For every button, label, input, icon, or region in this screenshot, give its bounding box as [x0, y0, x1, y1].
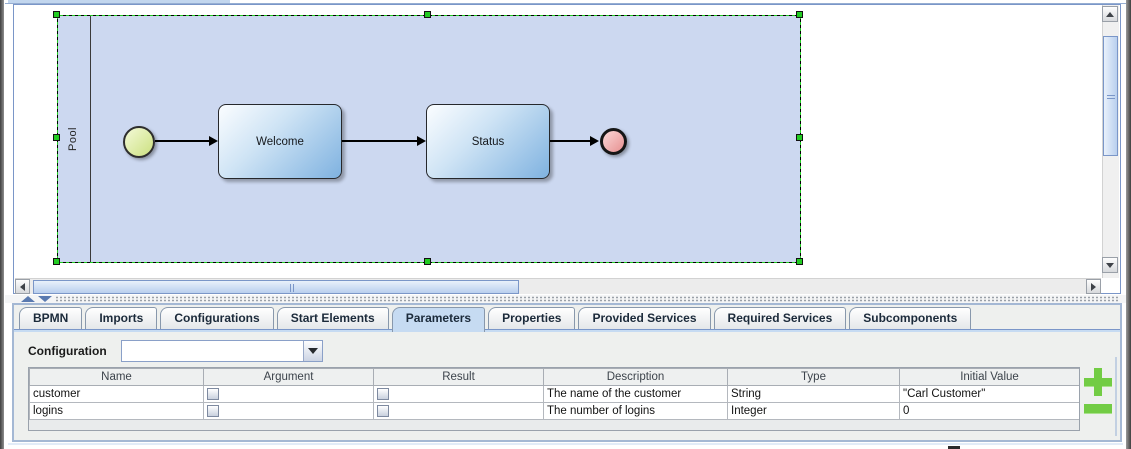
result-checkbox[interactable] [377, 387, 389, 400]
add-parameter-button[interactable] [1084, 368, 1112, 396]
property-tabs: BPMN Imports Configurations Start Elemen… [19, 307, 974, 333]
screenshot-left-edge [0, 0, 4, 449]
column-header-initial-value[interactable]: Initial Value [899, 368, 1079, 386]
parameters-table: Name Argument Result Description Type In… [29, 368, 1079, 420]
tab-configurations[interactable]: Configurations [160, 307, 274, 329]
selection-handle-se[interactable] [796, 258, 803, 265]
upper-divider [5, 3, 1126, 4]
tab-required-services[interactable]: Required Services [713, 307, 847, 329]
table-row[interactable]: logins The number of logins Integer 0 [29, 402, 1079, 420]
tab-start-elements[interactable]: Start Elements [276, 307, 389, 329]
selection-handle-n[interactable] [424, 11, 431, 18]
column-header-description[interactable]: Description [543, 368, 728, 386]
split-pane-divider[interactable] [5, 295, 1126, 303]
tab-underline [14, 329, 1120, 332]
task-status-label: Status [471, 135, 505, 148]
selection-handle-sw[interactable] [53, 258, 60, 265]
scroll-right-button[interactable] [1086, 279, 1101, 294]
splitter-collapse-up-icon[interactable] [21, 296, 35, 302]
end-event[interactable] [600, 128, 627, 155]
arrow-left-icon [20, 282, 25, 291]
cell-initial-value[interactable]: 0 [899, 402, 1079, 420]
selection-handle-e[interactable] [796, 134, 803, 141]
properties-panel: BPMN Imports Configurations Start Elemen… [12, 303, 1122, 442]
selection-handle-s[interactable] [424, 258, 431, 265]
sequence-flow-1-arrowhead [209, 136, 218, 146]
tab-imports[interactable]: Imports [85, 307, 158, 329]
cell-argument[interactable] [203, 402, 374, 420]
configuration-row: Configuration [28, 339, 323, 363]
pool-lane-divider [90, 15, 91, 262]
selection-handle-w[interactable] [53, 134, 60, 141]
cell-initial-value[interactable]: "Carl Customer" [899, 385, 1079, 403]
configuration-label: Configuration [28, 344, 107, 358]
splitter-collapse-down-icon[interactable] [38, 296, 52, 302]
sequence-flow-2-arrowhead [417, 136, 426, 146]
arrow-up-icon [1106, 11, 1114, 17]
background-window-fragment [948, 446, 960, 449]
cell-argument[interactable] [203, 385, 374, 403]
plus-icon [1094, 368, 1102, 396]
tab-provided-services[interactable]: Provided Services [578, 307, 711, 329]
configuration-select[interactable] [120, 340, 323, 362]
sequence-flow-3[interactable] [550, 140, 592, 142]
scroll-up-button[interactable] [1102, 6, 1118, 22]
vertical-scrollbar-thumb[interactable] [1103, 36, 1118, 156]
sequence-flow-2[interactable] [342, 140, 419, 142]
tab-parameters[interactable]: Parameters [391, 307, 486, 332]
scroll-left-button[interactable] [15, 279, 30, 294]
task-welcome-label: Welcome [256, 135, 304, 148]
column-header-type[interactable]: Type [727, 368, 900, 386]
panel-inner-border [1115, 357, 1117, 436]
task-welcome[interactable]: Welcome [218, 104, 342, 179]
tab-subcomponents[interactable]: Subcomponents [849, 307, 972, 329]
screenshot-right-edge [1126, 0, 1131, 449]
chevron-down-icon [307, 348, 318, 354]
cell-type[interactable]: Integer [727, 402, 900, 420]
tab-bpmn[interactable]: BPMN [19, 307, 83, 329]
arrow-down-icon [1106, 262, 1114, 268]
remove-parameter-button[interactable] [1084, 404, 1112, 413]
argument-checkbox[interactable] [207, 404, 219, 417]
splitter-grip-texture [55, 296, 1120, 302]
table-row[interactable]: customer The name of the customer String… [29, 385, 1079, 403]
pool-label: Pool [57, 15, 90, 262]
pool-label-text: Pool [67, 126, 80, 151]
canvas-horizontal-scrollbar[interactable] [15, 278, 1101, 294]
configuration-select-button[interactable] [302, 341, 322, 361]
bpmn-canvas[interactable]: Pool Welcome Status [13, 4, 1121, 294]
selection-handle-nw[interactable] [53, 11, 60, 18]
thumb-grip-icon [290, 284, 296, 292]
cell-name[interactable]: customer [29, 385, 204, 403]
cell-description[interactable]: The number of logins [543, 402, 728, 420]
scrollbar-corner [1102, 278, 1119, 293]
cell-result[interactable] [373, 402, 544, 420]
sequence-flow-3-arrowhead [590, 136, 599, 146]
panel-bottom-highlight [8, 443, 1123, 445]
horizontal-scrollbar-thumb[interactable] [33, 280, 519, 294]
scroll-down-button[interactable] [1102, 257, 1118, 273]
upper-tab-remnant [8, 0, 230, 3]
configuration-select-value [122, 341, 303, 361]
column-header-argument[interactable]: Argument [203, 368, 374, 386]
selection-handle-ne[interactable] [796, 11, 803, 18]
column-header-name[interactable]: Name [29, 368, 204, 386]
cell-result[interactable] [373, 385, 544, 403]
cell-name[interactable]: logins [29, 402, 204, 420]
start-event[interactable] [123, 126, 155, 158]
table-header-row: Name Argument Result Description Type In… [29, 368, 1079, 386]
result-checkbox[interactable] [377, 404, 389, 417]
sequence-flow-1[interactable] [155, 140, 211, 142]
arrow-right-icon [1091, 282, 1096, 291]
task-status[interactable]: Status [426, 104, 550, 179]
thumb-grip-icon [1107, 93, 1115, 99]
parameters-table-scrollpane: Name Argument Result Description Type In… [28, 367, 1080, 431]
column-header-result[interactable]: Result [373, 368, 544, 386]
cell-description[interactable]: The name of the customer [543, 385, 728, 403]
cell-type[interactable]: String [727, 385, 900, 403]
tab-properties[interactable]: Properties [488, 307, 576, 329]
argument-checkbox[interactable] [207, 387, 219, 400]
